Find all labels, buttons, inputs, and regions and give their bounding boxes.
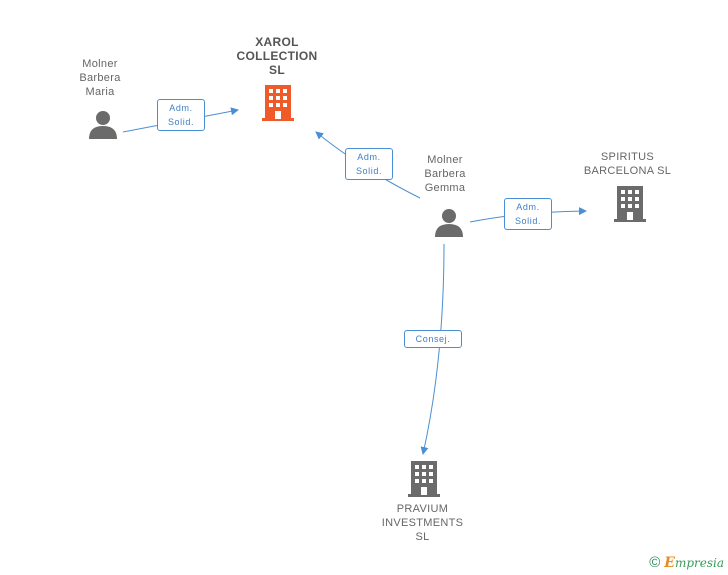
empresia-logo-initial: E: [664, 554, 675, 571]
edge-label-gemma-xarol-line-2: Solid.: [355, 166, 383, 176]
node-xarol-label: XAROL COLLECTION SL: [222, 35, 332, 77]
building-icon-spiritus[interactable]: [614, 186, 646, 222]
footer-brand: © Empresia: [649, 554, 724, 571]
node-gemma-line-3: Gemma: [424, 182, 466, 194]
edge-label-gemma-spiritus[interactable]: Adm. Solid.: [504, 198, 552, 230]
edge-gemma-pravium: [420, 243, 445, 455]
node-xarol-line-2: COLLECTION: [236, 49, 318, 63]
edge-label-maria-xarol-line-2: Solid.: [167, 117, 195, 127]
empresia-logo[interactable]: Empresia: [664, 555, 724, 571]
edge-label-gemma-spiritus-line-2: Solid.: [514, 216, 542, 226]
node-xarol-line-3: SL: [269, 63, 285, 77]
node-maria-line-1: Molner: [82, 58, 118, 70]
person-icon-gemma[interactable]: [434, 208, 464, 238]
empresia-logo-text: mpresia: [674, 555, 724, 570]
node-maria-line-2: Barbera: [79, 72, 121, 84]
node-spiritus-line-1: SPIRITUS: [600, 151, 655, 163]
node-pravium-line-2: INVESTMENTS: [381, 517, 464, 529]
edge-label-gemma-spiritus-line-1: Adm.: [516, 202, 540, 212]
node-spiritus-label: SPIRITUS BARCELONA SL: [575, 150, 680, 178]
node-spiritus-line-2: BARCELONA SL: [583, 165, 672, 177]
edge-label-gemma-pravium[interactable]: Consej.: [404, 330, 462, 348]
edge-label-gemma-xarol-line-1: Adm.: [357, 152, 381, 162]
node-maria-label: Molner Barbera Maria: [60, 57, 140, 99]
node-maria-line-3: Maria: [85, 86, 115, 98]
person-icon-maria[interactable]: [88, 110, 118, 140]
edge-label-gemma-pravium-line-1: Consej.: [415, 334, 451, 344]
node-pravium-line-3: SL: [415, 531, 430, 543]
copyright-icon: ©: [649, 554, 661, 571]
node-pravium-line-1: PRAVIUM: [396, 503, 449, 515]
edge-label-maria-xarol-line-1: Adm.: [169, 103, 193, 113]
building-icon-xarol[interactable]: [262, 85, 294, 121]
node-gemma-line-1: Molner: [427, 154, 463, 166]
node-pravium-label: PRAVIUM INVESTMENTS SL: [370, 502, 475, 544]
building-icon-pravium[interactable]: [408, 461, 440, 497]
node-gemma-line-2: Barbera: [424, 168, 466, 180]
node-gemma-label: Molner Barbera Gemma: [405, 153, 485, 195]
edge-label-gemma-xarol[interactable]: Adm. Solid.: [345, 148, 393, 180]
node-xarol-line-1: XAROL: [255, 35, 299, 49]
edge-label-maria-xarol[interactable]: Adm. Solid.: [157, 99, 205, 131]
